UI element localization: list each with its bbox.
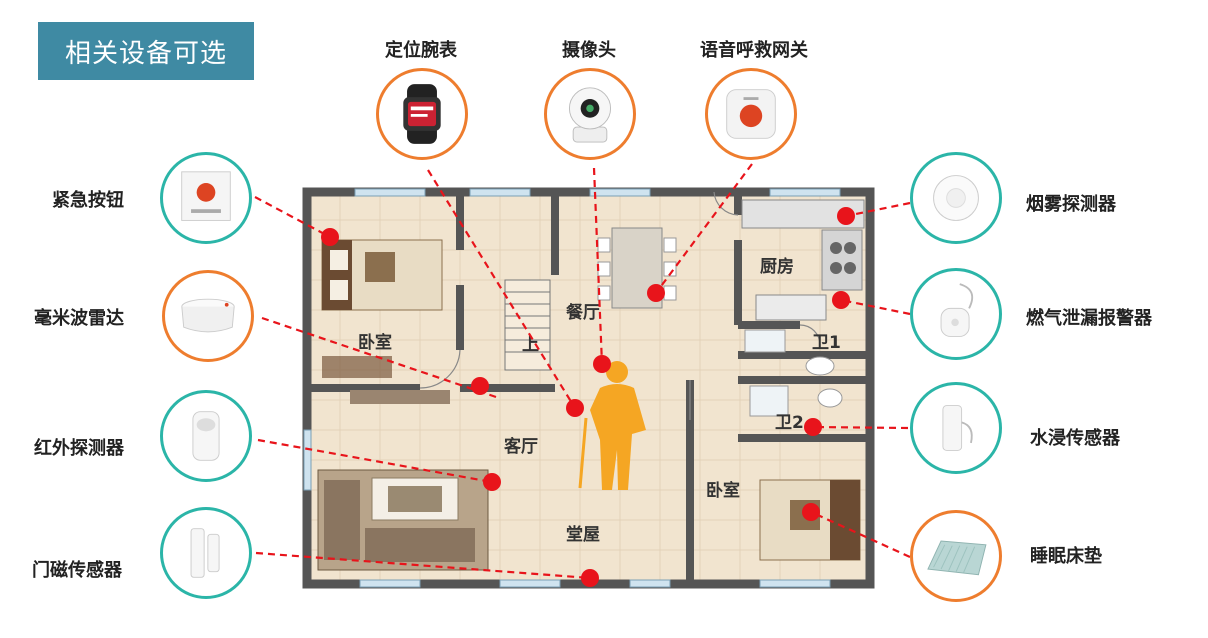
line-gateway (655, 163, 753, 294)
bedroom1-bed (321, 239, 443, 378)
door-arcs (419, 191, 821, 420)
label-sos-button: 紧急按钮 (52, 190, 124, 211)
sos-button-icon (181, 171, 231, 221)
device-mat (910, 510, 1002, 602)
title-text: 相关设备可选 (64, 38, 227, 69)
page-title: 相关设备可选 (38, 22, 254, 80)
marker-water (804, 418, 822, 436)
marker-mat (802, 503, 820, 521)
living-sofa (317, 390, 489, 571)
door-sensor-icon (190, 528, 220, 578)
bathroom-fixtures (744, 329, 843, 417)
device-camera (544, 68, 636, 160)
room-bath1: 卫1 (812, 333, 841, 353)
room-hall: 堂屋 (566, 524, 600, 545)
line-watch (427, 169, 576, 409)
line-door (255, 551, 591, 580)
line-pir (257, 438, 493, 484)
label-pir: 红外探测器 (34, 438, 124, 459)
line-camera (592, 167, 604, 365)
device-radar (162, 270, 254, 362)
marker-smoke (837, 207, 855, 225)
marker-pir (483, 473, 501, 491)
marker-camera (593, 355, 611, 373)
device-gateway (705, 68, 797, 160)
radar-icon (181, 298, 235, 333)
sleep-mat-icon (927, 540, 987, 576)
gateway-icon (726, 89, 776, 139)
label-door: 门磁传感器 (32, 560, 122, 581)
watch-icon (403, 84, 441, 144)
marker-sos (321, 228, 339, 246)
label-gateway: 语音呼救网关 (700, 40, 808, 61)
device-watch (376, 68, 468, 160)
device-gas (910, 268, 1002, 360)
room-dining: 餐厅 (566, 302, 600, 323)
line-water (812, 425, 909, 430)
device-water (910, 382, 1002, 474)
marker-gas (832, 291, 850, 309)
elderly-figure (578, 361, 646, 490)
smoke-detector-icon (933, 175, 979, 221)
room-bedroom2: 卧室 (706, 480, 740, 501)
label-gas: 燃气泄漏报警器 (1026, 308, 1152, 329)
camera-icon (568, 87, 612, 143)
line-sos (254, 196, 331, 238)
line-radar (261, 316, 497, 399)
label-mat: 睡眠床垫 (1030, 546, 1102, 567)
marker-watch (566, 399, 584, 417)
bedroom2-bed (759, 479, 861, 561)
kitchen-fixtures (741, 199, 865, 321)
interior-walls (307, 192, 870, 584)
device-door (160, 507, 252, 599)
label-camera: 摄像头 (562, 40, 616, 61)
label-radar: 毫米波雷达 (34, 308, 124, 329)
room-bedroom1: 卧室 (358, 332, 392, 353)
line-gas (840, 298, 911, 316)
room-stairs: 上 (522, 335, 539, 355)
label-watch: 定位腕表 (385, 40, 457, 61)
line-smoke (845, 201, 911, 218)
windows (303, 188, 841, 588)
device-pir (160, 390, 252, 482)
marker-gateway (647, 284, 665, 302)
line-mat (810, 510, 911, 559)
room-living: 客厅 (503, 436, 538, 457)
gas-detector-icon (940, 283, 974, 337)
room-kitchen: 厨房 (760, 256, 794, 277)
device-sos-button (160, 152, 252, 244)
room-bath2: 卫2 (775, 413, 804, 433)
label-water: 水浸传感器 (1030, 428, 1120, 449)
label-smoke: 烟雾探测器 (1026, 194, 1116, 215)
pir-sensor-icon (192, 411, 220, 461)
water-sensor-icon (942, 405, 973, 451)
device-smoke (910, 152, 1002, 244)
marker-radar (471, 377, 489, 395)
marker-door (581, 569, 599, 587)
